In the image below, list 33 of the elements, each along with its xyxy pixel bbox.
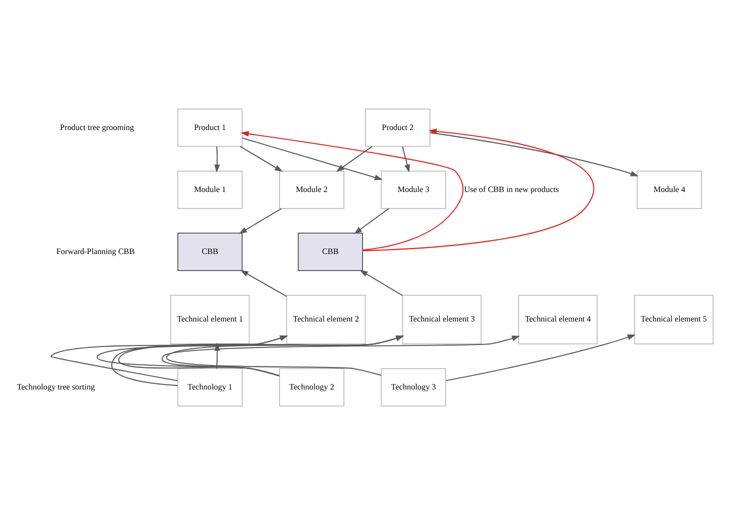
arrow bbox=[362, 128, 594, 251]
node-box: Technology 3 bbox=[380, 368, 446, 406]
node-box: Technology 2 bbox=[279, 368, 344, 406]
label: Forward-Planning CBB bbox=[56, 246, 135, 256]
arrow bbox=[354, 208, 390, 234]
node-box: Product 1 bbox=[177, 108, 243, 146]
arrow bbox=[336, 146, 372, 172]
label: Product tree grooming bbox=[60, 122, 134, 132]
node-box: Technical element 2 bbox=[286, 294, 366, 344]
node-box: CBB bbox=[177, 232, 243, 270]
node-box: Module 3 bbox=[380, 170, 446, 208]
node-box: Technical element 5 bbox=[634, 294, 714, 344]
arrow bbox=[430, 132, 639, 176]
node-box: Technology 1 bbox=[177, 368, 243, 406]
arrow bbox=[240, 269, 287, 296]
arrow bbox=[240, 146, 283, 172]
node-box: Module 2 bbox=[279, 170, 344, 208]
node-box: Module 1 bbox=[177, 170, 243, 208]
arrow bbox=[242, 136, 383, 180]
node-box: Technical element 4 bbox=[518, 294, 598, 344]
node-box: CBB bbox=[298, 232, 363, 270]
arrow bbox=[214, 146, 220, 172]
arrow bbox=[402, 146, 410, 172]
node-box: Product 2 bbox=[365, 108, 430, 146]
edge-label: Use of CBB in new products bbox=[464, 184, 559, 194]
label: Technology tree sorting bbox=[16, 382, 95, 391]
node-box: Technical element 3 bbox=[402, 294, 482, 344]
node-box: Technical element 1 bbox=[170, 294, 250, 344]
arrow bbox=[360, 269, 403, 296]
arrow bbox=[446, 334, 636, 381]
arrow bbox=[238, 208, 282, 234]
node-box: Module 4 bbox=[636, 170, 702, 208]
arrow bbox=[240, 130, 464, 250]
